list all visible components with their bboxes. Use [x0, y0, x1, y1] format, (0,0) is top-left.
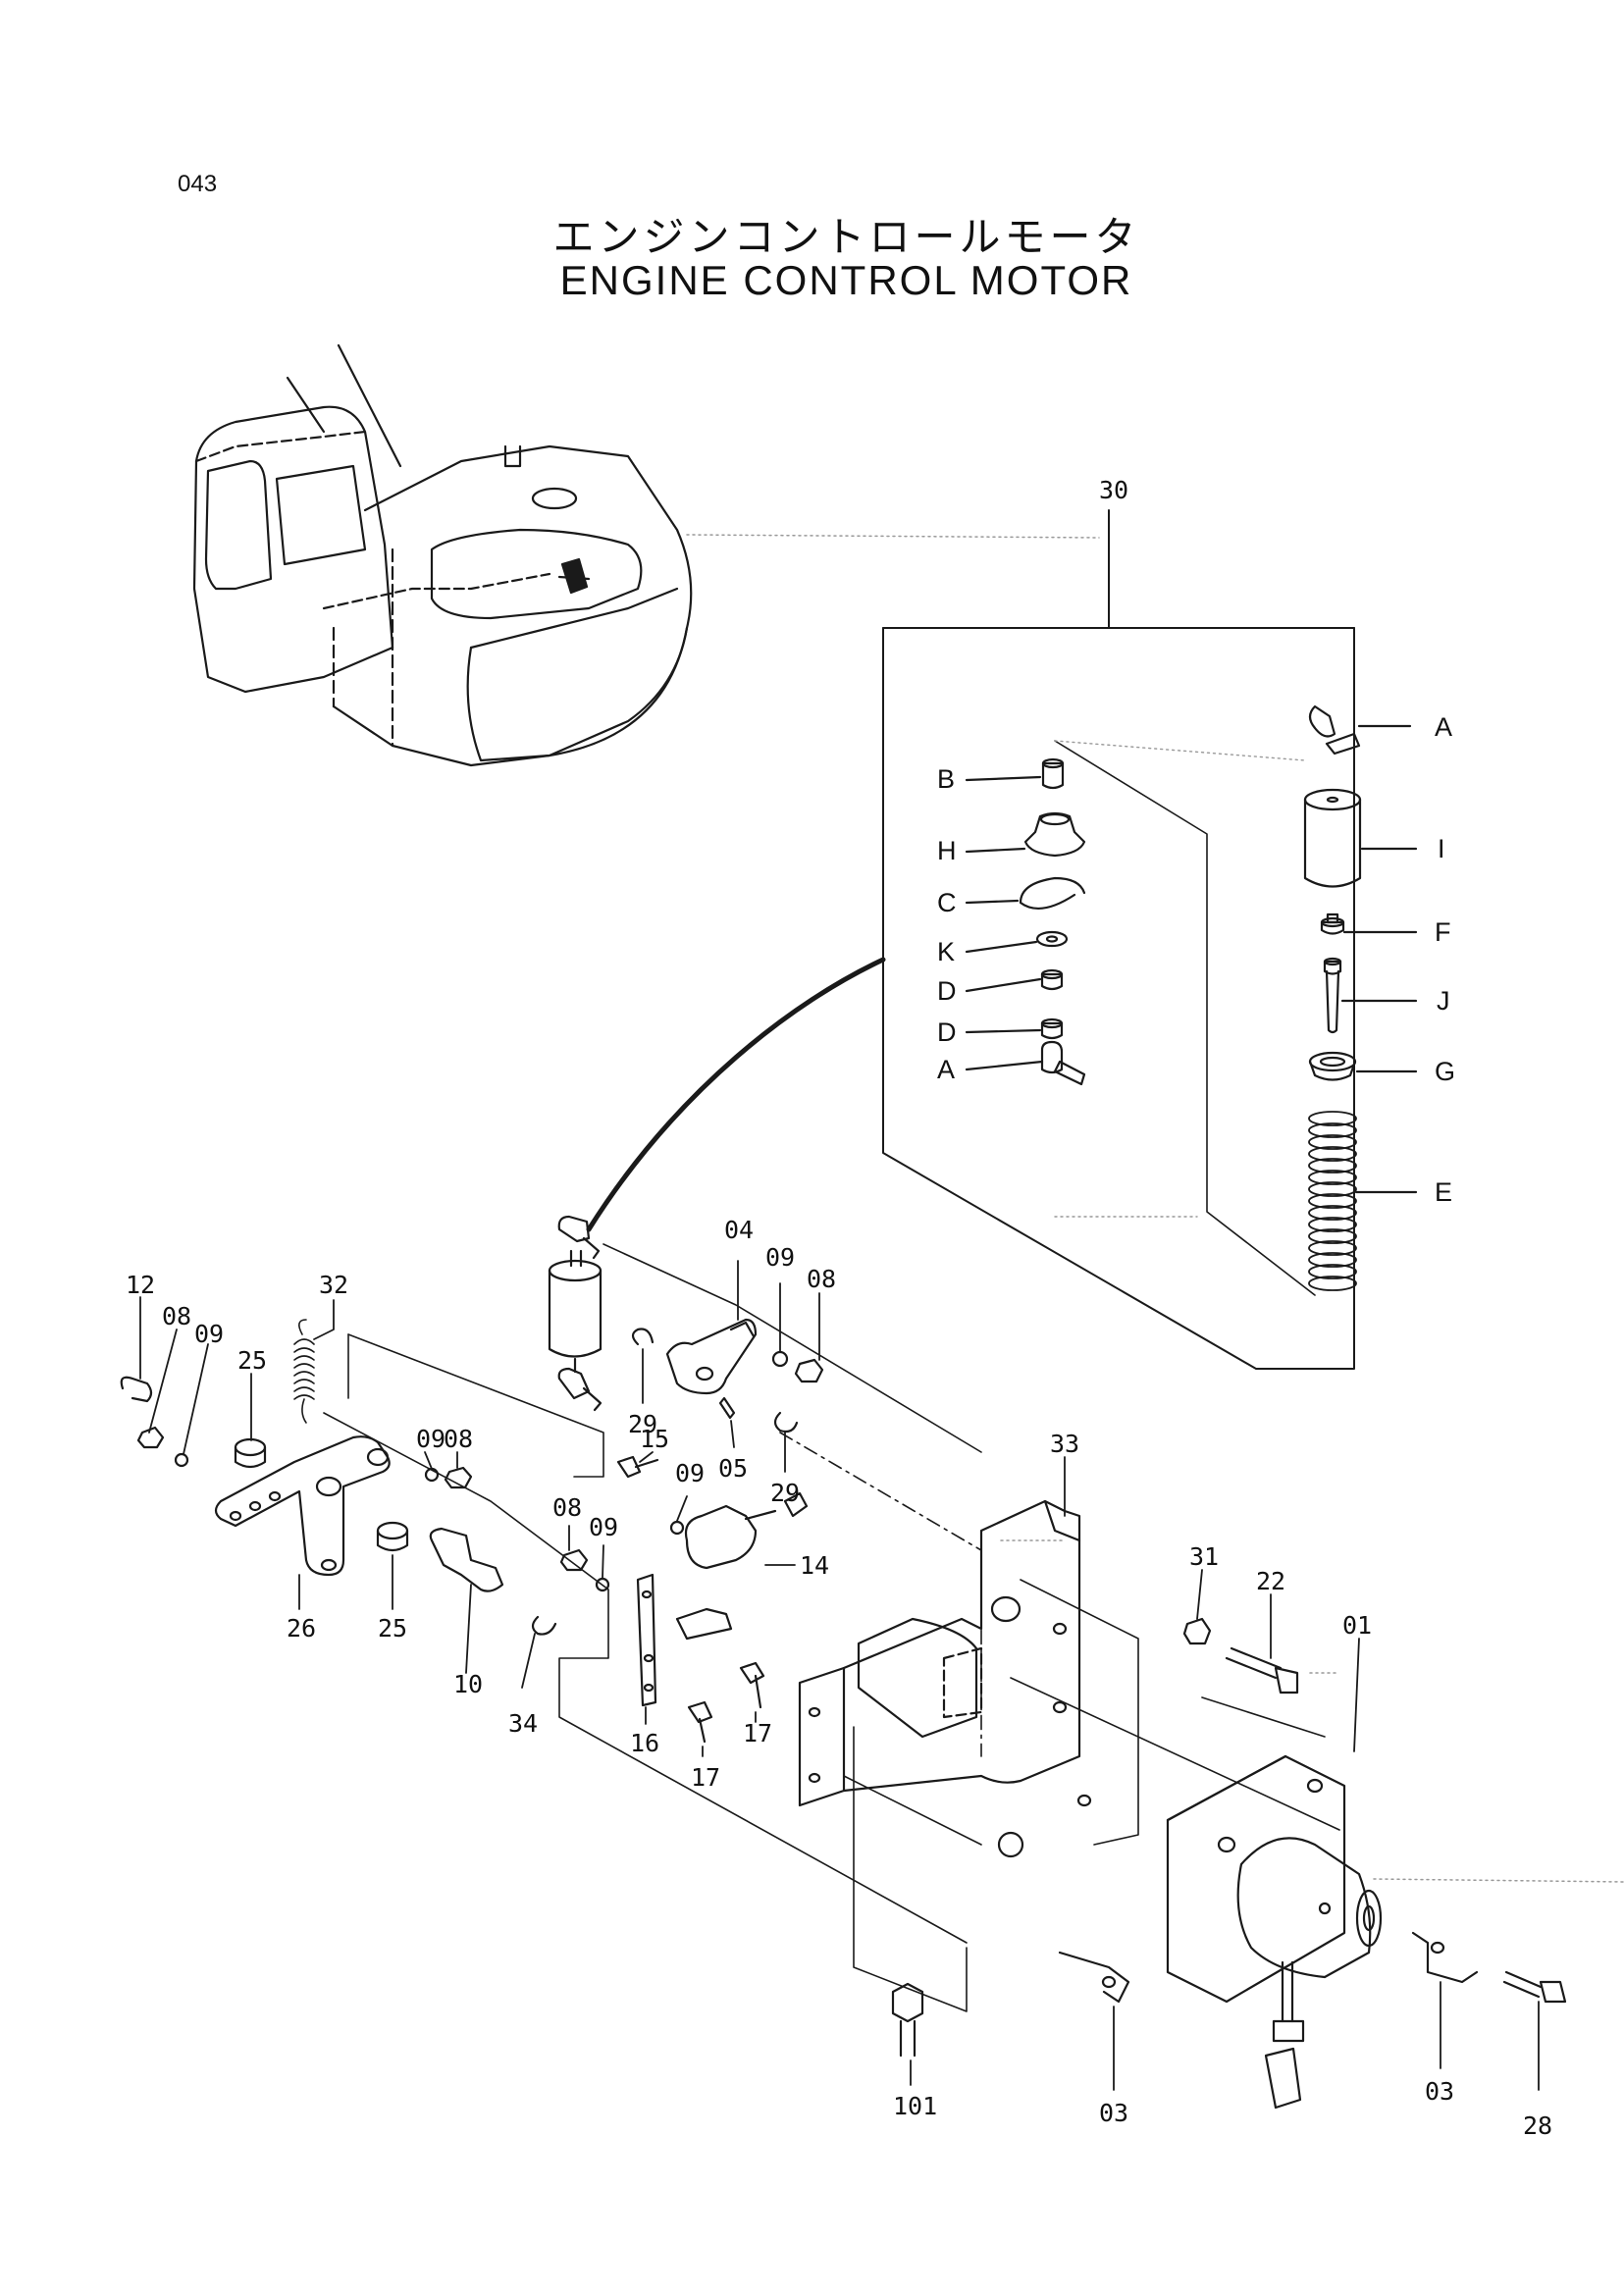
callout-04: 04 [724, 1216, 754, 1244]
callout-08: 08 [552, 1493, 582, 1522]
callout-08: 08 [444, 1425, 473, 1453]
callout-05: 05 [718, 1454, 748, 1483]
callout-17: 17 [691, 1763, 720, 1792]
callout-15: 15 [640, 1425, 669, 1453]
page-number: 043 [178, 171, 218, 197]
callout-10: 10 [453, 1670, 483, 1698]
main-assembly [120, 1215, 1624, 2110]
callout-25: 25 [378, 1614, 407, 1642]
title-japanese: エンジンコントロールモータ [552, 213, 1140, 261]
callout-29: 29 [770, 1479, 800, 1507]
kit-letter-d: D [937, 1017, 957, 1047]
callout-32: 32 [319, 1271, 348, 1299]
kit-letter-a: A [937, 1055, 955, 1084]
callout-16: 16 [630, 1729, 659, 1757]
kit-letter-f: F [1435, 917, 1451, 947]
callout-30: 30 [1099, 476, 1128, 504]
callout-01: 01 [1342, 1611, 1372, 1640]
callout-labels: 30 04 09 08 12 08 09 25 32 29 05 09 08 1… [126, 476, 1552, 2140]
callout-08: 08 [162, 1302, 191, 1330]
callout-08: 08 [807, 1265, 836, 1293]
kit-connection-cable [586, 957, 886, 1232]
kit-letter-i: I [1438, 834, 1445, 863]
callout-101: 101 [893, 2092, 937, 2120]
excavator-overview-illustration [192, 343, 1100, 767]
callout-31: 31 [1189, 1542, 1219, 1571]
kit-letter-h: H [937, 836, 957, 865]
callout-26: 26 [287, 1614, 316, 1642]
callout-03: 03 [1099, 2099, 1128, 2127]
kit-letter-b: B [937, 764, 955, 794]
kit-letter-d: D [937, 976, 957, 1006]
kit-letter-c: C [937, 888, 957, 917]
kit-letter-j: J [1437, 986, 1450, 1016]
callout-33: 33 [1050, 1430, 1079, 1458]
callout-09: 09 [765, 1243, 795, 1272]
callout-09: 09 [416, 1425, 445, 1453]
callout-09: 09 [194, 1320, 224, 1348]
kit-30-parts [965, 704, 1418, 1291]
callout-03: 03 [1425, 2077, 1454, 2106]
callout-09: 09 [589, 1513, 618, 1541]
callout-12: 12 [126, 1271, 155, 1299]
callout-28: 28 [1523, 2112, 1552, 2140]
callout-09: 09 [675, 1459, 705, 1487]
kit-letter-a: A [1435, 712, 1452, 742]
callout-leaders [139, 1260, 1540, 2091]
callout-17: 17 [743, 1719, 772, 1747]
title-english: ENGINE CONTROL MOTOR [559, 257, 1133, 303]
callout-22: 22 [1256, 1567, 1285, 1595]
callout-34: 34 [508, 1709, 538, 1738]
kit-letter-g: G [1435, 1057, 1455, 1086]
callout-14: 14 [800, 1551, 829, 1580]
kit-letter-labels: A B H C K D D A I F J G E [937, 712, 1455, 1207]
kit-letter-k: K [937, 937, 955, 966]
kit-letter-e: E [1435, 1177, 1452, 1207]
callout-25: 25 [237, 1346, 267, 1375]
callout-29: 29 [628, 1410, 657, 1438]
